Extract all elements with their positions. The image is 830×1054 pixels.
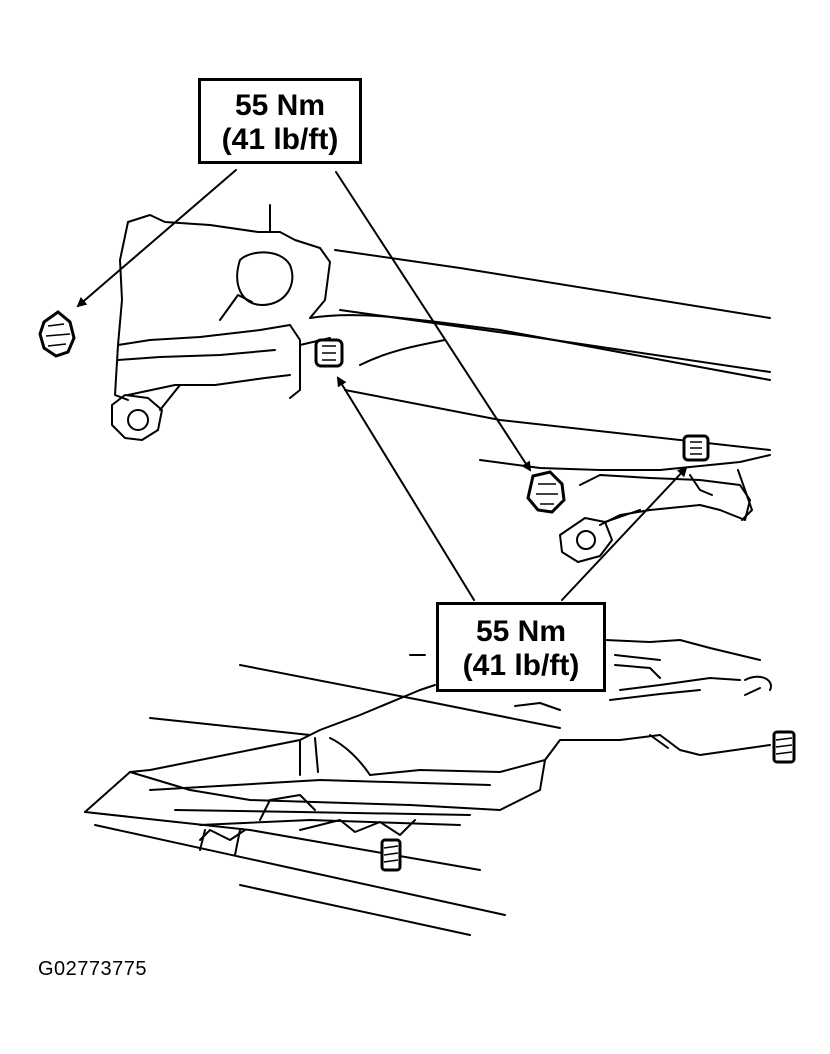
torque-value-lbft: (41 lb/ft) — [221, 123, 339, 156]
figure-id: G02773775 — [38, 958, 148, 980]
torque-callout-bottom: 55 Nm (41 lb/ft) — [436, 602, 606, 692]
subframe-crossmember — [111, 204, 771, 563]
bolt-left-icon — [38, 310, 76, 358]
underbody-panel — [84, 639, 772, 936]
skid-plate-bolt-center-icon — [380, 838, 402, 872]
skid-plate-bolt-right-icon — [772, 730, 796, 764]
torque-value-nm: 55 Nm — [234, 89, 326, 122]
leader-lines — [76, 169, 688, 601]
nut-upper-center-icon — [314, 338, 344, 368]
nut-right-icon — [682, 434, 710, 462]
torque-value-nm: 55 Nm — [475, 615, 567, 648]
torque-value-lbft: (41 lb/ft) — [462, 649, 580, 682]
nut-right-center-icon — [526, 470, 566, 514]
torque-callout-top: 55 Nm (41 lb/ft) — [198, 78, 362, 164]
